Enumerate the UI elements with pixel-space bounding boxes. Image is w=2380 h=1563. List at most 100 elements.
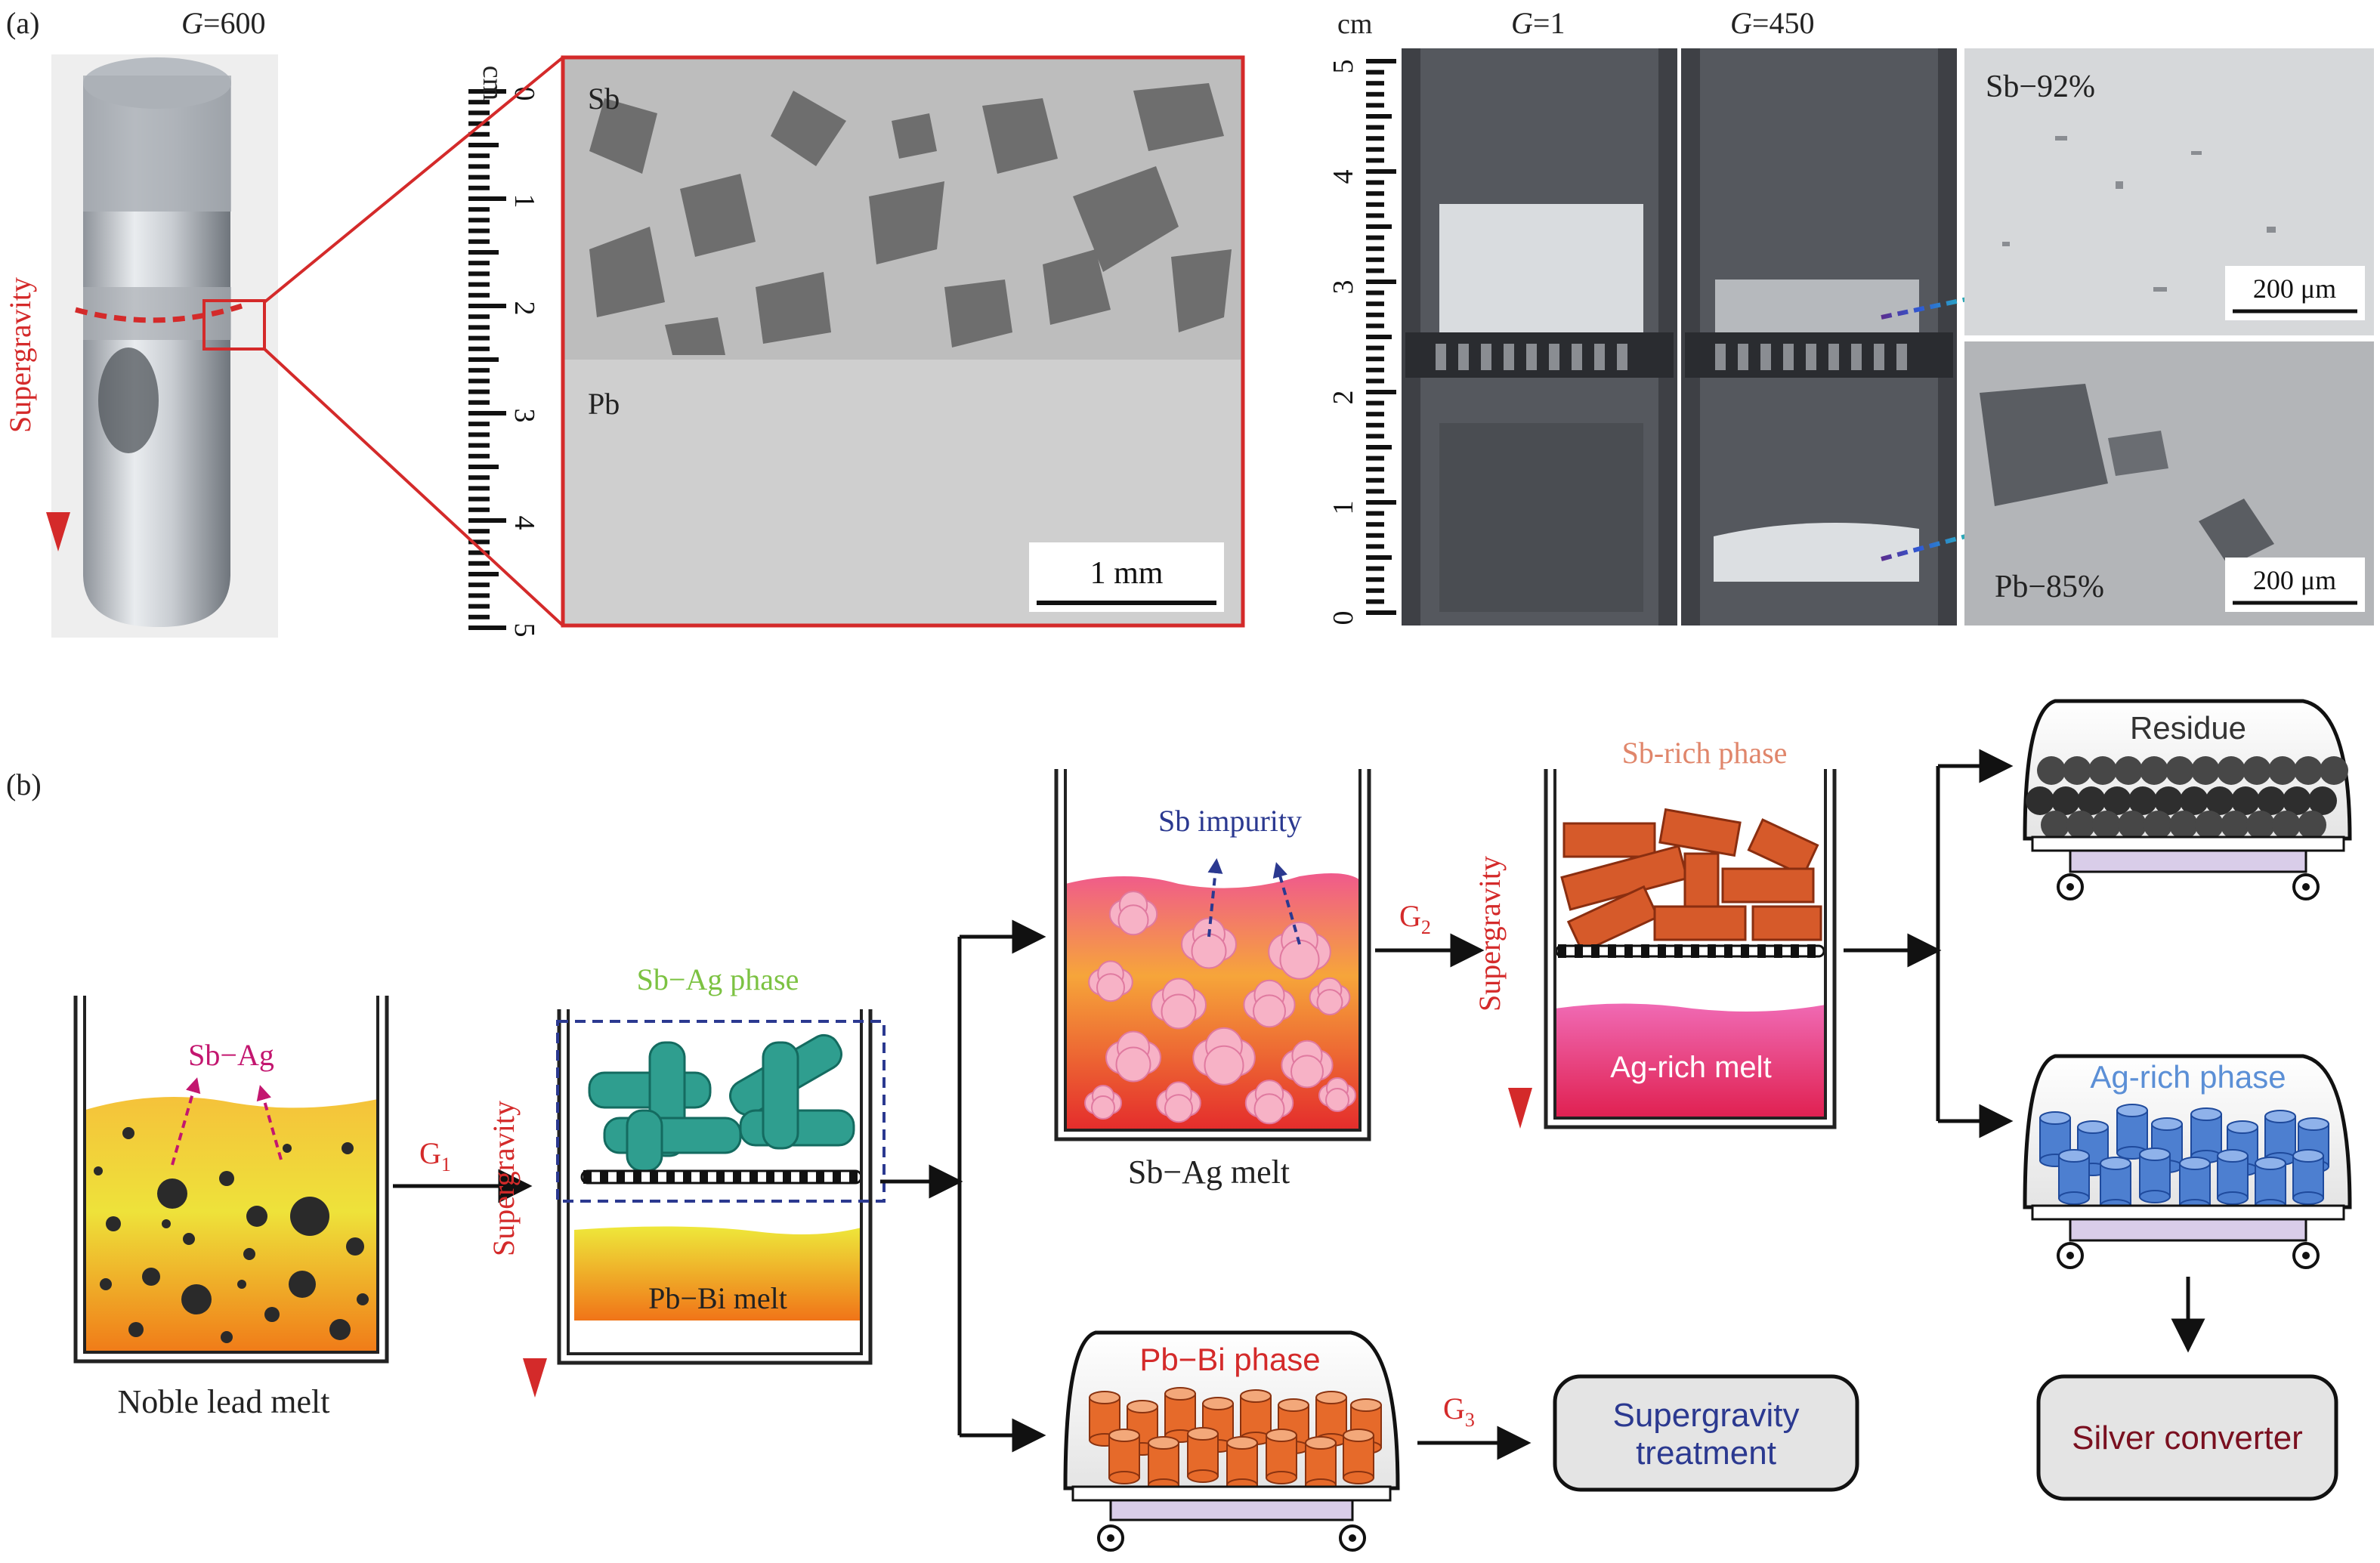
pb-bi-phase-label: Pb−Bi phase <box>1139 1342 1320 1377</box>
silver-converter-box <box>2036 1374 2338 1501</box>
residue-ball <box>2308 786 2337 815</box>
g600-label: G=600 <box>181 6 265 40</box>
residue-ball <box>2118 811 2147 839</box>
residue-ball <box>2242 756 2271 785</box>
phase-cylinder <box>2190 1107 2222 1163</box>
residue-ball <box>2088 756 2117 785</box>
g3-label: G3 <box>1443 1392 1475 1431</box>
sb-impurity-cloud <box>1151 978 1207 1030</box>
residue-ball <box>2205 786 2234 815</box>
residue-ball <box>2077 786 2106 815</box>
phase-cylinder <box>2217 1149 2249 1205</box>
filter-mesh-segment <box>1757 944 1766 958</box>
crucible-noble-lead <box>73 996 389 1364</box>
melt-bubble <box>106 1216 121 1231</box>
ruler-b-tick: 5 <box>1328 60 1359 74</box>
sb-impurity-cloud <box>1192 1027 1256 1086</box>
residue-ball <box>2298 811 2326 839</box>
filter-mesh-segment <box>1674 944 1683 958</box>
ruler-a-tick: 2 <box>508 301 540 316</box>
ag-rich-phase-label: Ag-rich phase <box>2090 1059 2286 1095</box>
melt-bubble <box>290 1197 329 1236</box>
filter-mesh-segment <box>733 1170 741 1184</box>
phase-cylinder <box>2039 1111 2071 1167</box>
filter-mesh-segment <box>1591 944 1600 958</box>
ingot-photo <box>51 54 278 638</box>
sb-rich-phase-label: Sb-rich phase <box>1622 736 1788 770</box>
noble-lead-melt-label: Noble lead melt <box>117 1383 329 1420</box>
supergravity-label-b1: Supergravity <box>487 1101 521 1256</box>
supergravity-arrow-a <box>46 181 70 551</box>
residue-ball <box>2217 756 2246 785</box>
supergravity-treatment-line2: treatment <box>1636 1435 1776 1472</box>
residue-ball <box>2128 786 2157 815</box>
phase-cylinder <box>1148 1436 1179 1492</box>
filter-mesh-segment <box>816 1170 824 1184</box>
filter-mesh-segment <box>1608 944 1616 958</box>
phase-cylinder <box>2058 1149 2090 1205</box>
melt-bubble <box>329 1319 351 1340</box>
residue-ball <box>2246 811 2275 839</box>
ruler-b-tick: 3 <box>1328 280 1359 295</box>
supergravity-label-b2: Supergravity <box>1473 856 1507 1012</box>
supergravity-arrow-b2 <box>1508 769 1532 1129</box>
residue-ball <box>2195 811 2224 839</box>
filter-mesh-segment <box>783 1170 791 1184</box>
residue-label: Residue <box>2130 710 2246 746</box>
filter-mesh-segment <box>1658 944 1666 958</box>
melt-bubble <box>342 1142 354 1154</box>
sb-impurity-cloud <box>1156 1081 1201 1123</box>
melt-bubble <box>237 1280 246 1289</box>
ruler-b-tick: 1 <box>1328 501 1359 515</box>
filter-mesh-segment <box>700 1170 708 1184</box>
panel-a-label: (a) <box>6 6 39 40</box>
residue-ball <box>2092 811 2121 839</box>
sb-impurity-cloud <box>1318 1077 1356 1112</box>
residue-ball <box>2257 786 2286 815</box>
zoom-line-bottom <box>263 348 564 627</box>
residue-ball <box>2103 786 2131 815</box>
melt-bubble <box>357 1293 369 1305</box>
crucible-sb-ag-melt <box>1054 769 1371 1141</box>
supergravity-arrow-b1 <box>523 1000 547 1398</box>
micrograph-pb85 <box>1964 341 2374 626</box>
filter-mesh-segment <box>583 1170 592 1184</box>
phase-cylinder <box>2179 1157 2211 1212</box>
sb-impurity-cloud <box>1243 979 1296 1028</box>
phase-cylinder <box>2139 1148 2171 1203</box>
crucible-sb-rich <box>1544 769 1837 1129</box>
filter-mesh-segment <box>683 1170 691 1184</box>
filter-mesh-segment <box>1641 944 1649 958</box>
residue-ball <box>2221 811 2249 839</box>
sb-ag-melt-label: Sb−Ag melt <box>1128 1154 1290 1191</box>
sb-impurity-cloud <box>1105 1030 1161 1083</box>
melt-bubble <box>162 1219 171 1228</box>
cart-residue <box>2023 699 2352 900</box>
splitter-2 <box>1844 749 2014 1138</box>
scale-bar-200um-top: 200 μm <box>2253 273 2336 304</box>
sb-impurity-cloud <box>1244 1080 1294 1125</box>
micro-sb-label: Sb <box>588 82 620 116</box>
sb-impurity-cloud <box>1108 891 1158 936</box>
filter-mesh-segment <box>1791 944 1799 958</box>
melt-bubble <box>183 1233 195 1245</box>
g2-label: G2 <box>1399 899 1431 938</box>
sb-ag-phase-label: Sb−Ag phase <box>637 962 799 996</box>
filter-mesh-segment <box>1774 944 1782 958</box>
ruler-a-tick: 4 <box>508 516 540 530</box>
residue-ball <box>2051 786 2080 815</box>
residue-ball <box>2268 756 2297 785</box>
phase-cylinder <box>2292 1149 2324 1205</box>
residue-ball <box>2066 811 2095 839</box>
sb-impurity-label: Sb impurity <box>1158 804 1302 838</box>
phase-cylinder <box>2116 1104 2148 1160</box>
supergravity-label-a: Supergravity <box>3 277 37 433</box>
residue-ball <box>2154 786 2183 815</box>
crucible-photo-g450 <box>1681 48 2082 626</box>
melt-bubble <box>346 1237 364 1256</box>
phase-cylinder <box>1187 1427 1219 1483</box>
ruler-a-tick: 1 <box>508 194 540 209</box>
